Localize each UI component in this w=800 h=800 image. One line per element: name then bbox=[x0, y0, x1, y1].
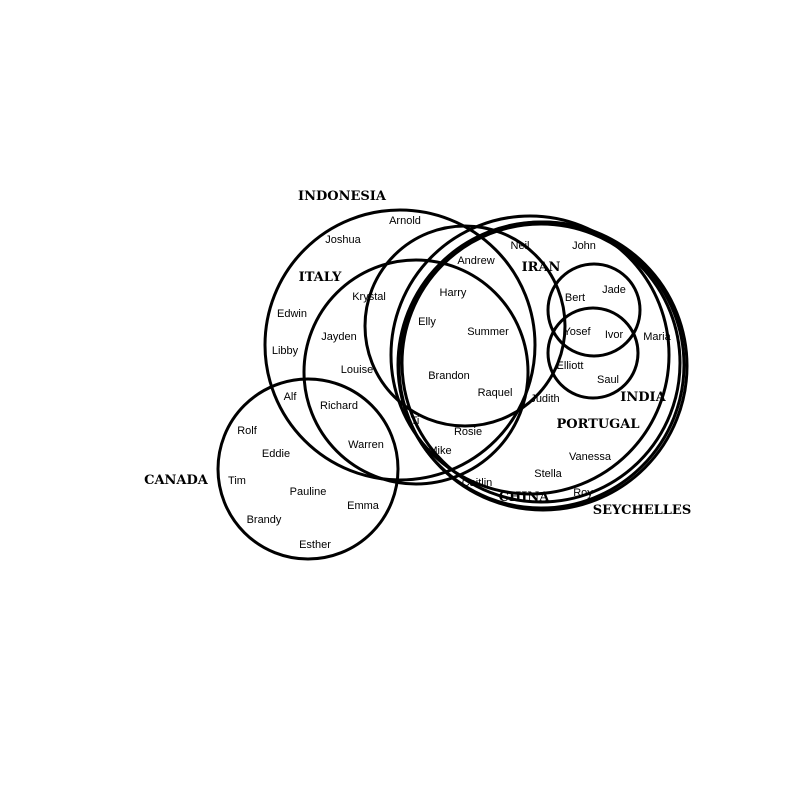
member-label: Warren bbox=[348, 439, 384, 451]
member-label: Andrew bbox=[457, 255, 494, 267]
set-circle-china bbox=[389, 214, 671, 496]
member-label: Saul bbox=[597, 374, 619, 386]
member-label: Maria bbox=[643, 331, 671, 343]
member-label: Tim bbox=[228, 475, 246, 487]
member-label: Rolf bbox=[237, 425, 258, 437]
member-label: Ti bbox=[411, 415, 420, 427]
set-circle-canada bbox=[216, 377, 400, 561]
set-circle-indonesia bbox=[263, 208, 537, 482]
member-label: Brandy bbox=[247, 514, 282, 526]
member-label: Jade bbox=[602, 284, 626, 296]
set-circle-iran bbox=[363, 224, 567, 428]
member-label: John bbox=[572, 240, 596, 252]
member-label: Roy bbox=[573, 487, 593, 499]
member-label: Louise bbox=[341, 364, 373, 376]
set-label-seychelles: SEYCHELLES bbox=[593, 503, 691, 518]
member-label: Stella bbox=[534, 468, 562, 480]
member-label: Judith bbox=[530, 393, 559, 405]
set-label-portugal: PORTUGAL bbox=[556, 417, 639, 432]
member-label: Rosie bbox=[454, 426, 482, 438]
set-label-india: INDIA bbox=[620, 390, 666, 405]
member-label: Raquel bbox=[478, 387, 513, 399]
member-label: Neil bbox=[511, 240, 530, 252]
member-label: Pauline bbox=[290, 486, 327, 498]
member-label: Summer bbox=[467, 326, 509, 338]
set-label-canada: CANADA bbox=[144, 473, 209, 488]
member-label: Mike bbox=[428, 445, 451, 457]
set-label-italy: ITALY bbox=[299, 270, 342, 285]
member-label: Libby bbox=[272, 345, 299, 357]
set-circle-small-upper bbox=[546, 262, 642, 358]
member-label: Joshua bbox=[325, 234, 361, 246]
member-label: Yosef bbox=[563, 326, 591, 338]
member-label: Arnold bbox=[389, 215, 421, 227]
member-label: Alf bbox=[284, 391, 298, 403]
member-label: Ivor bbox=[605, 329, 624, 341]
member-label: Jayden bbox=[321, 331, 356, 343]
set-label-china: CHINA bbox=[499, 490, 551, 505]
set-labels: INDONESIA ITALY CANADA IRAN INDIA PORTUGAL CHI… bbox=[144, 189, 691, 518]
member-label: Eddie bbox=[262, 448, 290, 460]
member-label: Richard bbox=[320, 400, 358, 412]
set-circle-small-lower bbox=[546, 306, 640, 400]
set-label-iran: IRAN bbox=[522, 260, 561, 275]
member-label: Esther bbox=[299, 539, 331, 551]
member-label: Brandon bbox=[428, 370, 470, 382]
member-label: Harry bbox=[440, 287, 467, 299]
member-label: Elly bbox=[418, 316, 436, 328]
member-label: Elliott bbox=[557, 360, 584, 372]
set-circle-seychelles bbox=[397, 220, 689, 512]
set-circle-portugal bbox=[400, 222, 682, 504]
set-circles bbox=[216, 208, 689, 561]
set-label-indonesia: INDONESIA bbox=[298, 189, 387, 204]
member-label: Krystal bbox=[352, 291, 386, 303]
member-label: Bert bbox=[565, 292, 585, 304]
member-label: Caitlin bbox=[462, 477, 493, 489]
member-label: Edwin bbox=[277, 308, 307, 320]
member-label: Vanessa bbox=[569, 451, 612, 463]
set-circle-italy bbox=[302, 258, 530, 486]
member-label: Emma bbox=[347, 500, 380, 512]
